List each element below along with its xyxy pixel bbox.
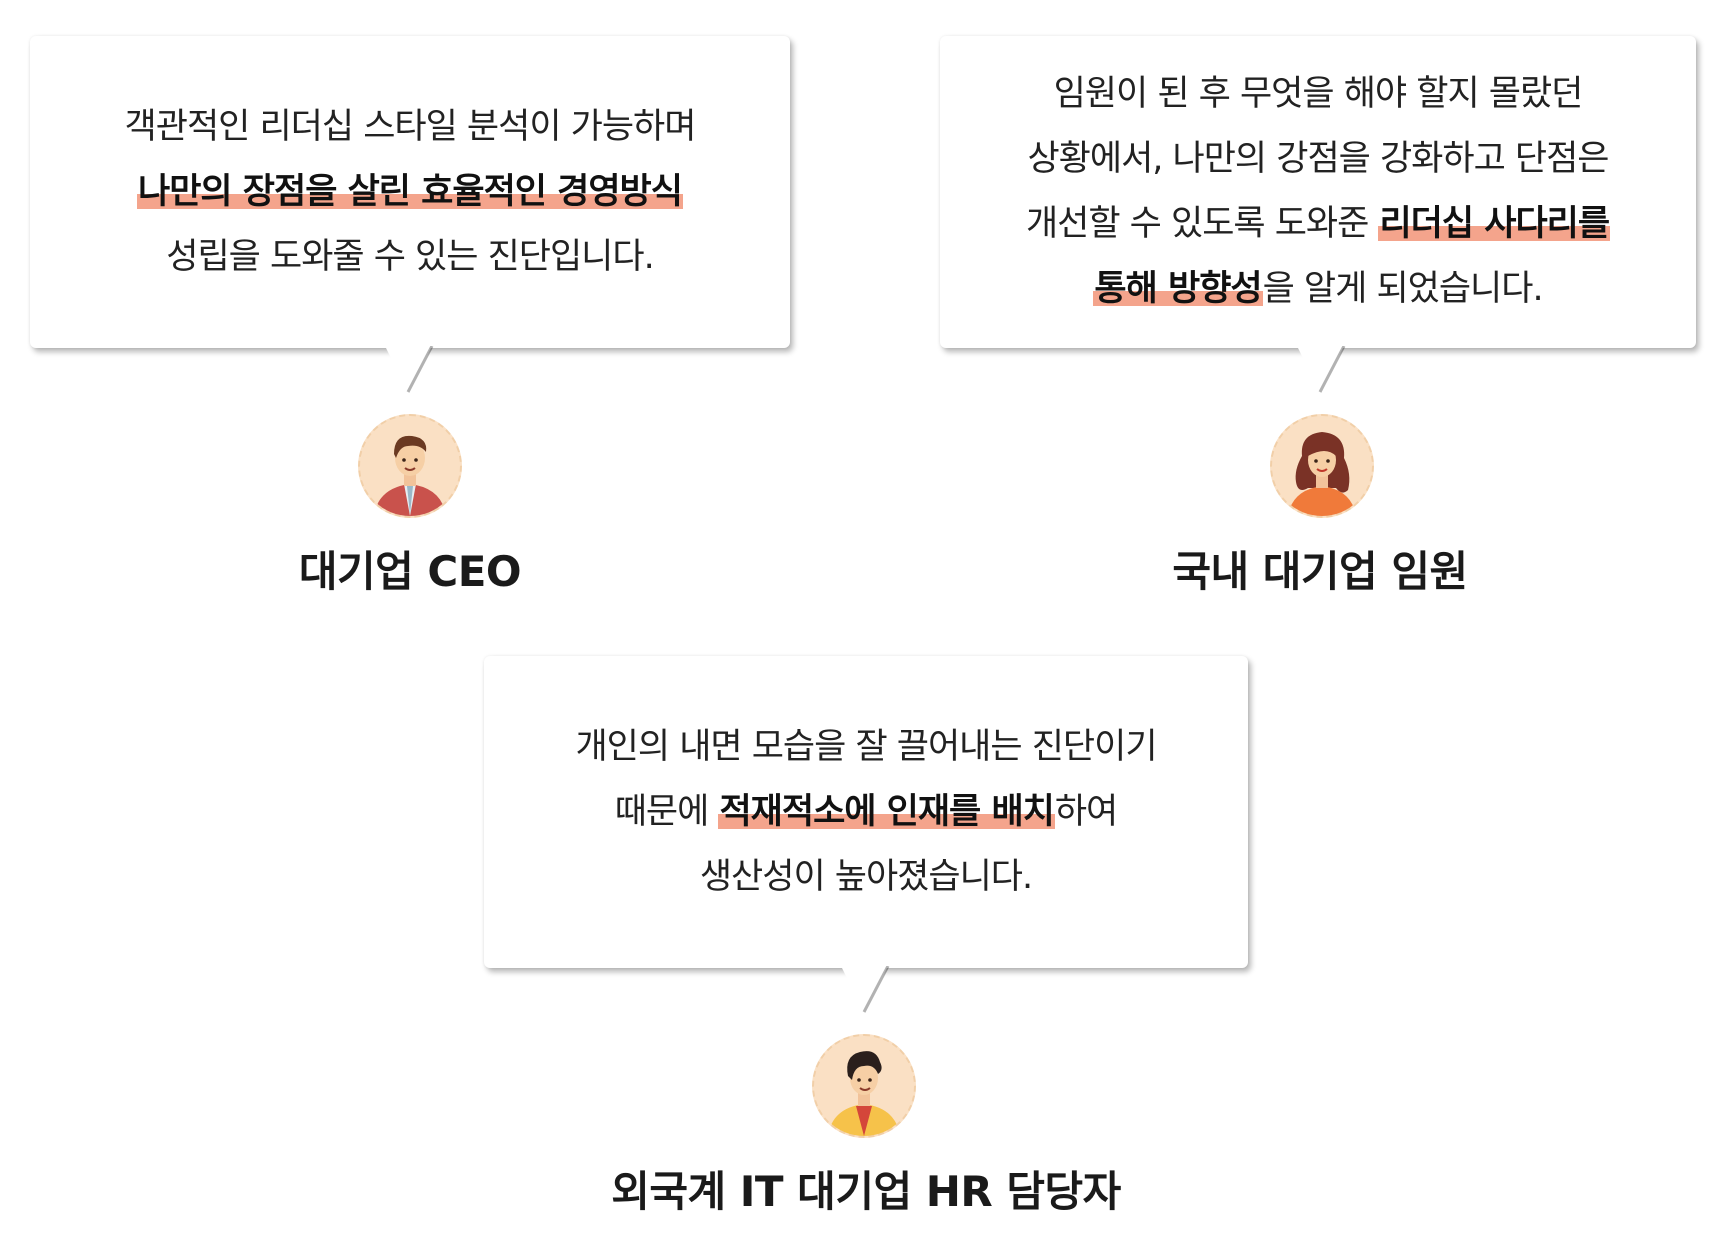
quote-line: 개인의 내면 모습을 잘 끌어내는 진단이기 <box>575 715 1157 780</box>
quote-segment: 성립을 도와줄 수 있는 진단입니다. <box>166 236 654 277</box>
highlighted-phrase: 나만의 장점을 살린 효율적인 경영방식 <box>137 171 683 212</box>
woman-avatar-icon <box>1270 414 1374 518</box>
businessman-avatar-icon <box>358 414 462 518</box>
quote-line: 때문에 적재적소에 인재를 배치하여 <box>575 780 1156 845</box>
quote-line: 개선할 수 있도록 도와준 리더십 사다리를 <box>1025 192 1611 257</box>
quote-line: 생산성이 높아졌습니다. <box>575 845 1156 910</box>
quote-segment: 생산성이 높아졌습니다. <box>699 856 1033 897</box>
quote-segment: 개인의 내면 모습을 잘 끌어내는 진단이기 <box>575 726 1157 767</box>
quote-segment: 객관적인 리더십 스타일 분석이 가능하며 <box>124 106 697 147</box>
speech-bubble-tail <box>1297 346 1346 393</box>
reviewer-role: 국내 대기업 임원 <box>1172 547 1468 596</box>
quote-line: 통해 방향성을 알게 되었습니다. <box>1026 257 1610 322</box>
reviewer-role: 대기업 CEO <box>298 547 522 596</box>
quote-segment: 하여 <box>1054 791 1118 832</box>
quote-segment: 임원이 된 후 무엇을 해야 할지 몰랐던 <box>1053 74 1584 114</box>
quote-line: 나만의 장점을 살린 효율적인 경영방식 <box>125 160 696 225</box>
quote-segment: 개선할 수 있도록 도와준 <box>1025 204 1379 244</box>
quote-line: 임원이 된 후 무엇을 해야 할지 몰랐던 <box>1026 62 1610 127</box>
highlighted-phrase: 적재적소에 인재를 배치 <box>718 791 1055 832</box>
quote-line: 상황에서, 나만의 강점을 강화하고 단점은 <box>1026 127 1610 192</box>
man-avatar-icon <box>812 1034 916 1138</box>
reviewer-role: 외국계 IT 대기업 HR 담당자 <box>611 1167 1121 1216</box>
quote-segment: 때문에 <box>614 791 719 832</box>
quote-segment: 상황에서, 나만의 강점을 강화하고 단점은 <box>1027 139 1609 179</box>
quote-segment: 을 알게 되었습니다. <box>1262 269 1544 309</box>
quote-line: 객관적인 리더십 스타일 분석이 가능하며 <box>124 95 697 160</box>
highlighted-phrase: 통해 방향성 <box>1093 269 1263 309</box>
highlighted-phrase: 리더십 사다리를 <box>1378 204 1611 244</box>
speech-bubble-tail <box>841 966 890 1013</box>
quote-line: 성립을 도와줄 수 있는 진단입니다. <box>125 225 696 290</box>
speech-bubble-tail <box>385 346 434 393</box>
